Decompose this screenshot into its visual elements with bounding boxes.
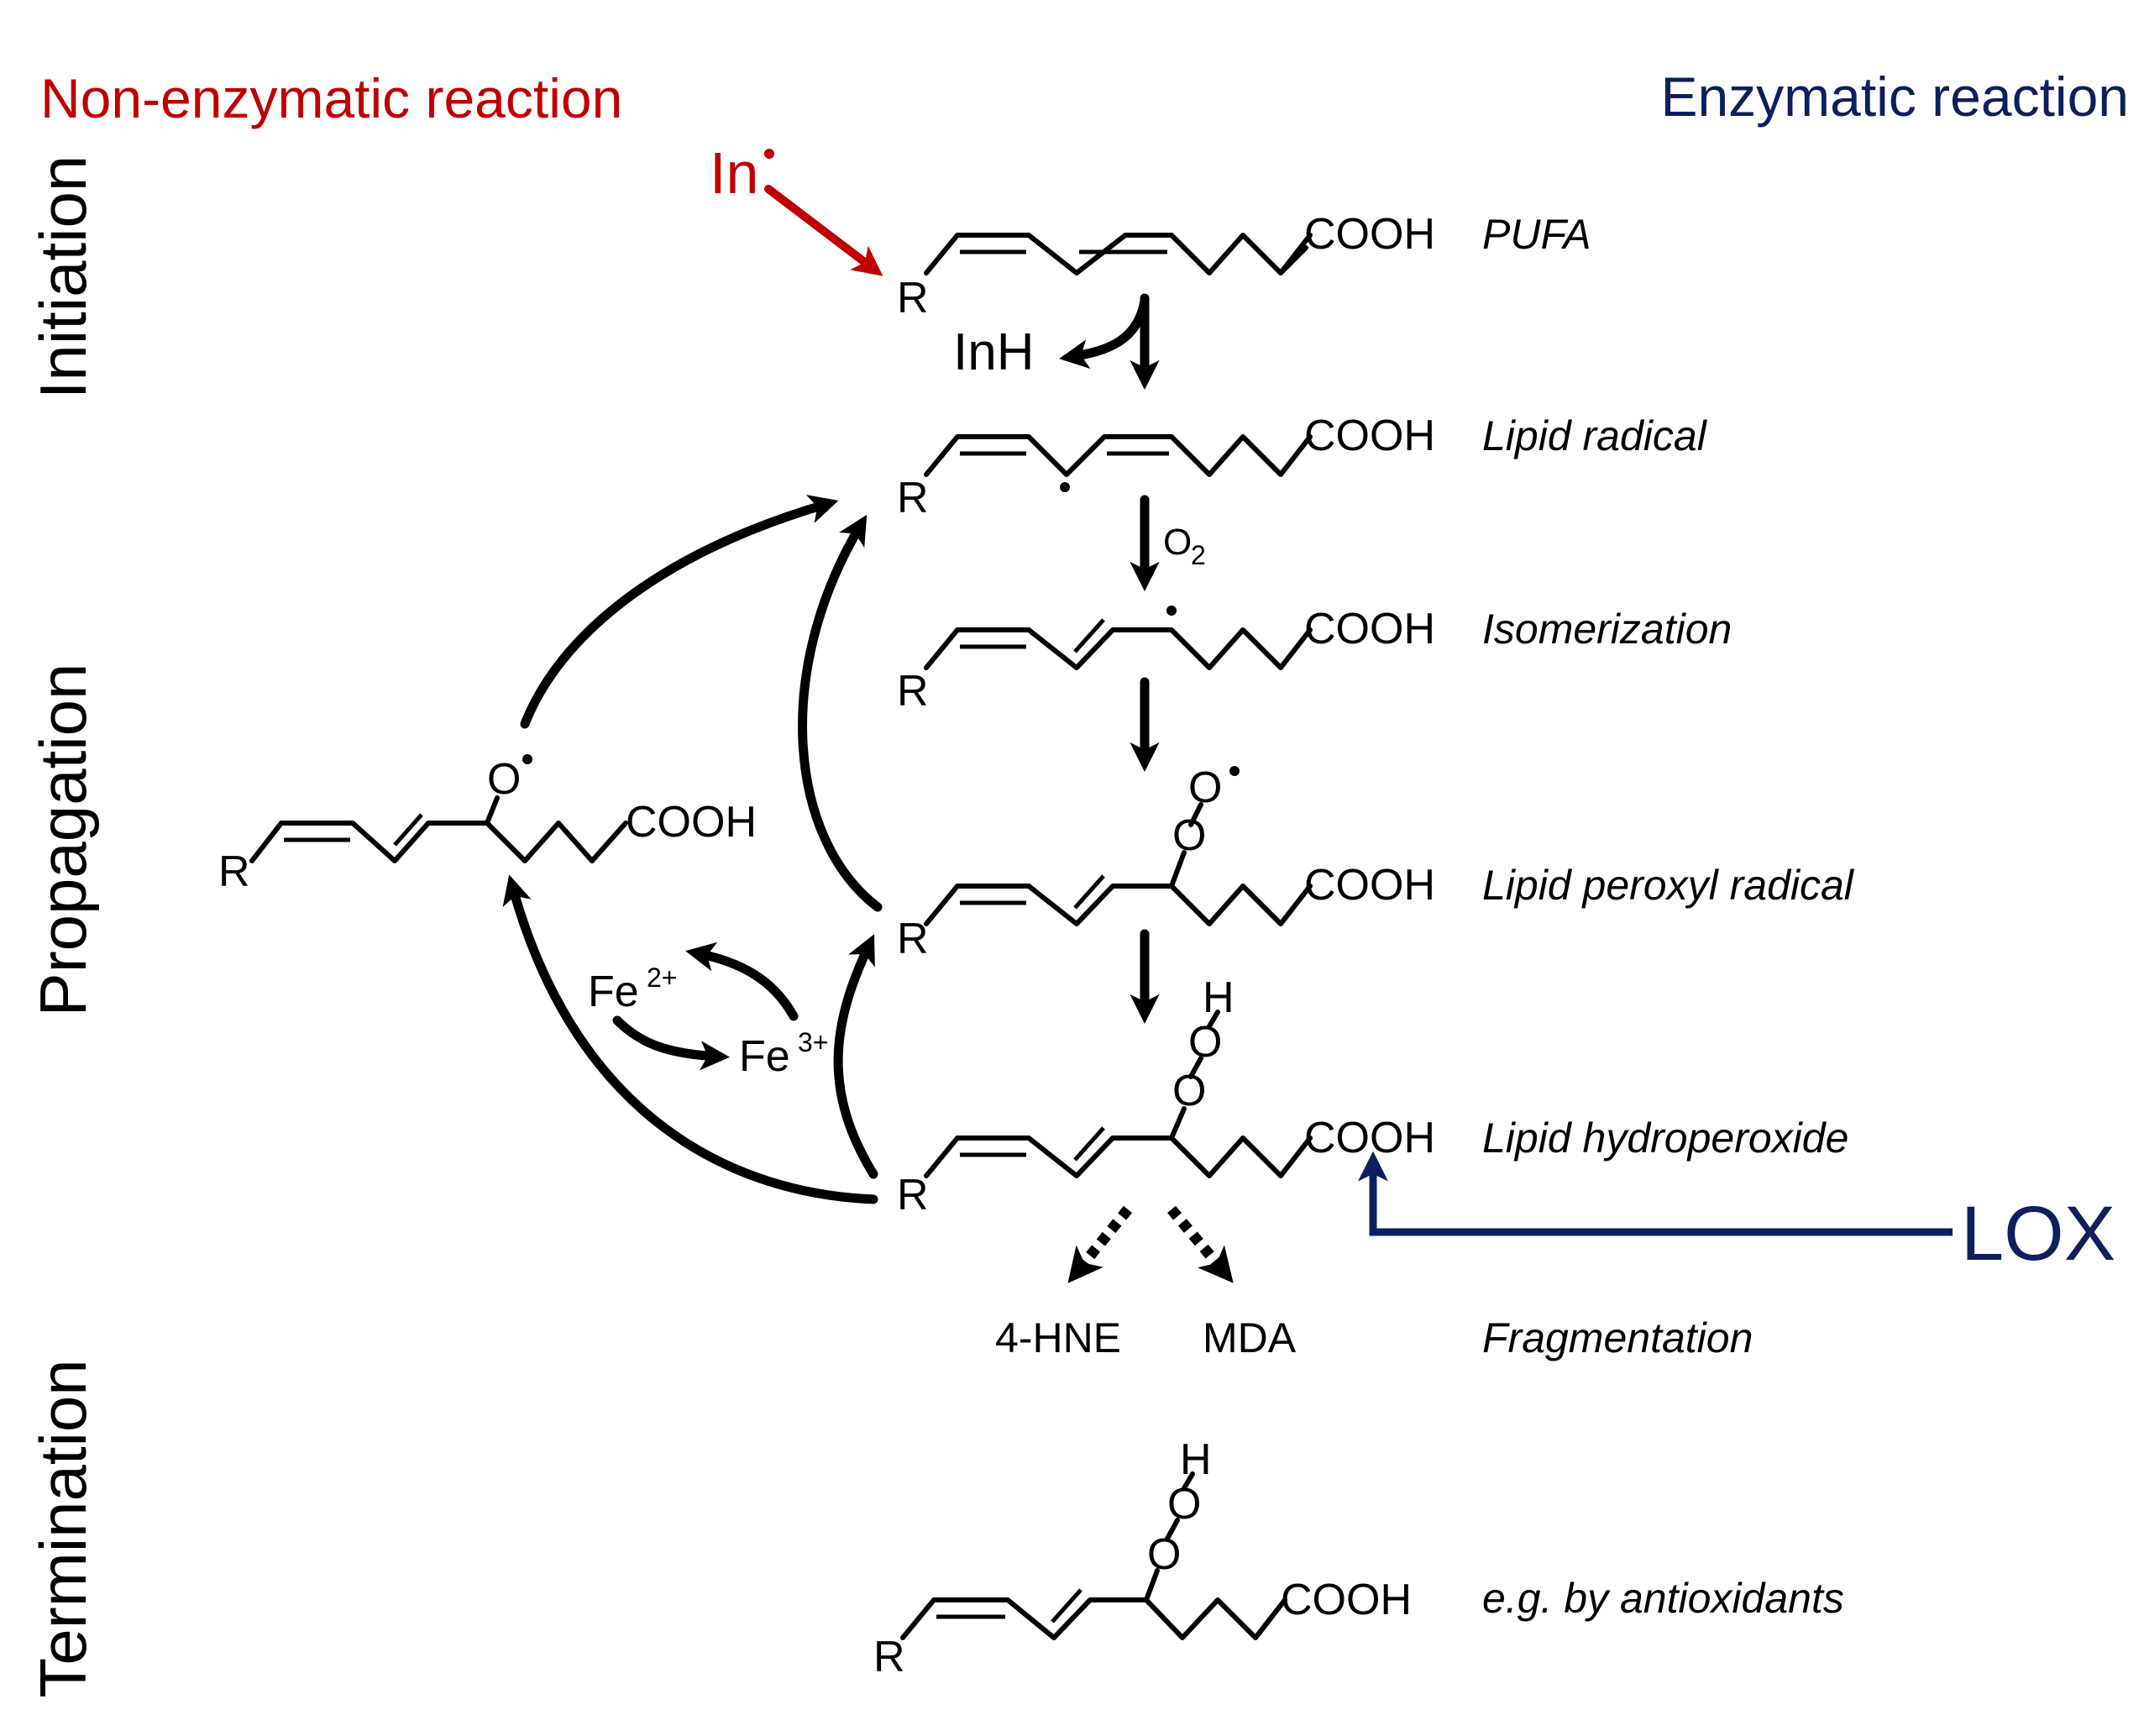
label-fragmentation: Fragmentation — [1482, 1314, 1753, 1361]
inh-product: InH — [953, 323, 1034, 381]
stage-termination: Termination — [26, 1359, 100, 1697]
termination-structure — [900, 1471, 1287, 1640]
hydroperoxide-h: H — [1203, 973, 1235, 1022]
inh-release-arrow — [1059, 296, 1150, 370]
hydroperoxide-structure — [924, 1010, 1313, 1178]
hydroperoxide-cooh: COOH — [1304, 1114, 1435, 1162]
arrow-hydroperoxide-to-peroxyl — [833, 934, 878, 1179]
enzyme-lox: LOX — [1961, 1191, 2115, 1277]
alkoxyl-radical-dot — [522, 754, 532, 764]
arrow-ferrous-to-ferric — [612, 1015, 731, 1071]
label-isomerization: Isomerization — [1482, 606, 1732, 653]
alkoxyl-o: O — [487, 755, 521, 804]
peroxyl-radical-dot — [1229, 766, 1240, 776]
header-non-enzymatic: Non-enzymatic reaction — [40, 67, 622, 129]
termination-cooh: COOH — [1281, 1576, 1412, 1624]
lox-arrow — [1358, 1151, 1953, 1236]
peroxyl-r-group: R — [897, 915, 929, 963]
arrow-peroxyl-to-lipid-radical — [798, 514, 883, 912]
isomerization-r-group: R — [897, 667, 929, 716]
lipid-radical-r-group: R — [897, 474, 929, 522]
header-enzymatic: Enzymatic reaction — [1660, 66, 2129, 128]
isomerization-structure — [924, 618, 1313, 670]
oxygen-label: O — [1163, 522, 1192, 563]
initiator-attack-arrow — [764, 185, 883, 276]
iron-ferric: Fe — [739, 1032, 790, 1081]
fragment-mda: MDA — [1203, 1314, 1297, 1361]
oxygen-subscript: 2 — [1191, 540, 1206, 570]
hydroperoxide-o-inner: O — [1172, 1067, 1206, 1115]
label-lipid-hydroperoxide: Lipid hydroperoxide — [1482, 1115, 1848, 1162]
peroxyl-cooh: COOH — [1304, 861, 1435, 910]
initiator-radical-dot — [764, 149, 774, 159]
pufa-r-group: R — [897, 274, 929, 323]
lipid-radical-structure — [924, 434, 1313, 477]
alkoxyl-r-group: R — [218, 847, 250, 896]
initiator-radical: In — [710, 140, 758, 206]
termination-r-group: R — [873, 1633, 905, 1681]
alkoxyl-cooh: COOH — [626, 798, 757, 847]
termination-o-outer: O — [1167, 1480, 1201, 1529]
arrow-alkoxyl-to-lipid-radical — [520, 495, 839, 729]
alkoxyl-radical-structure — [249, 795, 628, 863]
fragment-arrow-mda — [1167, 1205, 1234, 1283]
peroxyl-radical-structure — [924, 802, 1313, 926]
stage-propagation: Propagation — [26, 663, 100, 1017]
stage-initiation: Initiation — [26, 155, 100, 400]
arrow-ferric-to-ferrous — [685, 941, 799, 1021]
isomerization-cooh: COOH — [1304, 605, 1435, 653]
termination-o-inner: O — [1147, 1530, 1181, 1579]
arrow-hydroperoxide-to-alkoxyl — [502, 874, 878, 1204]
iron-ferrous: Fe — [588, 968, 639, 1016]
label-lipid-radical: Lipid radical — [1482, 412, 1708, 459]
termination-h: H — [1180, 1435, 1212, 1484]
peroxyl-o-outer: O — [1188, 763, 1222, 812]
pufa-cooh: COOH — [1304, 210, 1435, 259]
pufa-structure — [924, 233, 1313, 275]
hydroperoxide-r-group: R — [897, 1171, 929, 1219]
lipid-radical-dot — [1060, 482, 1070, 492]
label-pufa: PUFA — [1482, 211, 1591, 258]
isomerization-radical-dot — [1166, 606, 1177, 616]
label-lipid-peroxyl-radical: Lipid peroxyl radical — [1482, 862, 1855, 909]
iron-ferrous-charge: 2+ — [647, 962, 677, 993]
fragment-arrow-hne — [1067, 1205, 1133, 1283]
peroxyl-o-inner: O — [1172, 811, 1206, 860]
hydroperoxide-o-outer: O — [1188, 1018, 1222, 1067]
lipid-radical-cooh: COOH — [1304, 412, 1435, 460]
label-termination-note: e.g. by antioxidants — [1482, 1575, 1844, 1622]
iron-ferric-charge: 3+ — [798, 1027, 828, 1057]
fragment-hne: 4-HNE — [995, 1314, 1121, 1361]
